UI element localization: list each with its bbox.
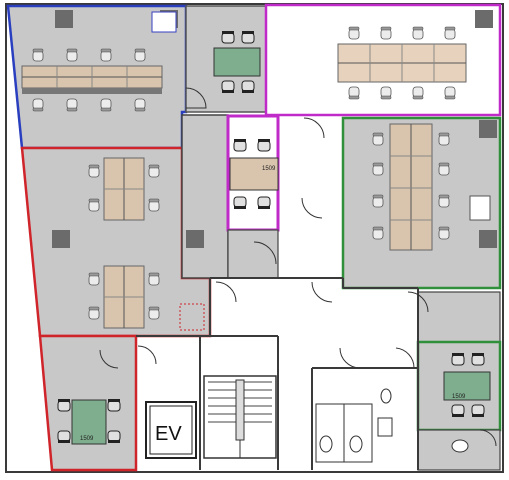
desk-cluster-right bbox=[372, 123, 450, 251]
desk-cluster-top-right bbox=[337, 26, 467, 100]
elevator-label: EV bbox=[155, 423, 182, 445]
washroom bbox=[315, 388, 469, 463]
fire-equipment-icon bbox=[179, 303, 205, 331]
storage-room bbox=[181, 114, 229, 279]
meeting-table-center: 1509 bbox=[229, 138, 279, 210]
meeting-table-bottom-right: 1509 bbox=[443, 352, 491, 418]
door-swings bbox=[99, 87, 497, 447]
cabinet-icon bbox=[469, 195, 491, 221]
corridor-walls bbox=[136, 277, 419, 470]
meeting-room-bottom-right-label: 1509 bbox=[452, 394, 466, 400]
pantry bbox=[227, 229, 279, 279]
cabinet-icon bbox=[151, 11, 177, 33]
stairwell bbox=[203, 375, 277, 459]
meeting-table-bottom-left: 1509 bbox=[57, 398, 121, 445]
room-right-mid bbox=[417, 291, 501, 343]
elevator: EV bbox=[145, 401, 197, 459]
meeting-room-center-label: 1509 bbox=[262, 166, 276, 172]
meeting-table-top bbox=[213, 30, 261, 94]
desk-cluster-left-upper bbox=[88, 157, 160, 221]
meeting-room-bottom-left-label: 1509 bbox=[80, 436, 94, 442]
desk-cluster-left-lower bbox=[88, 265, 160, 329]
desk-cluster-top-left bbox=[21, 48, 163, 112]
